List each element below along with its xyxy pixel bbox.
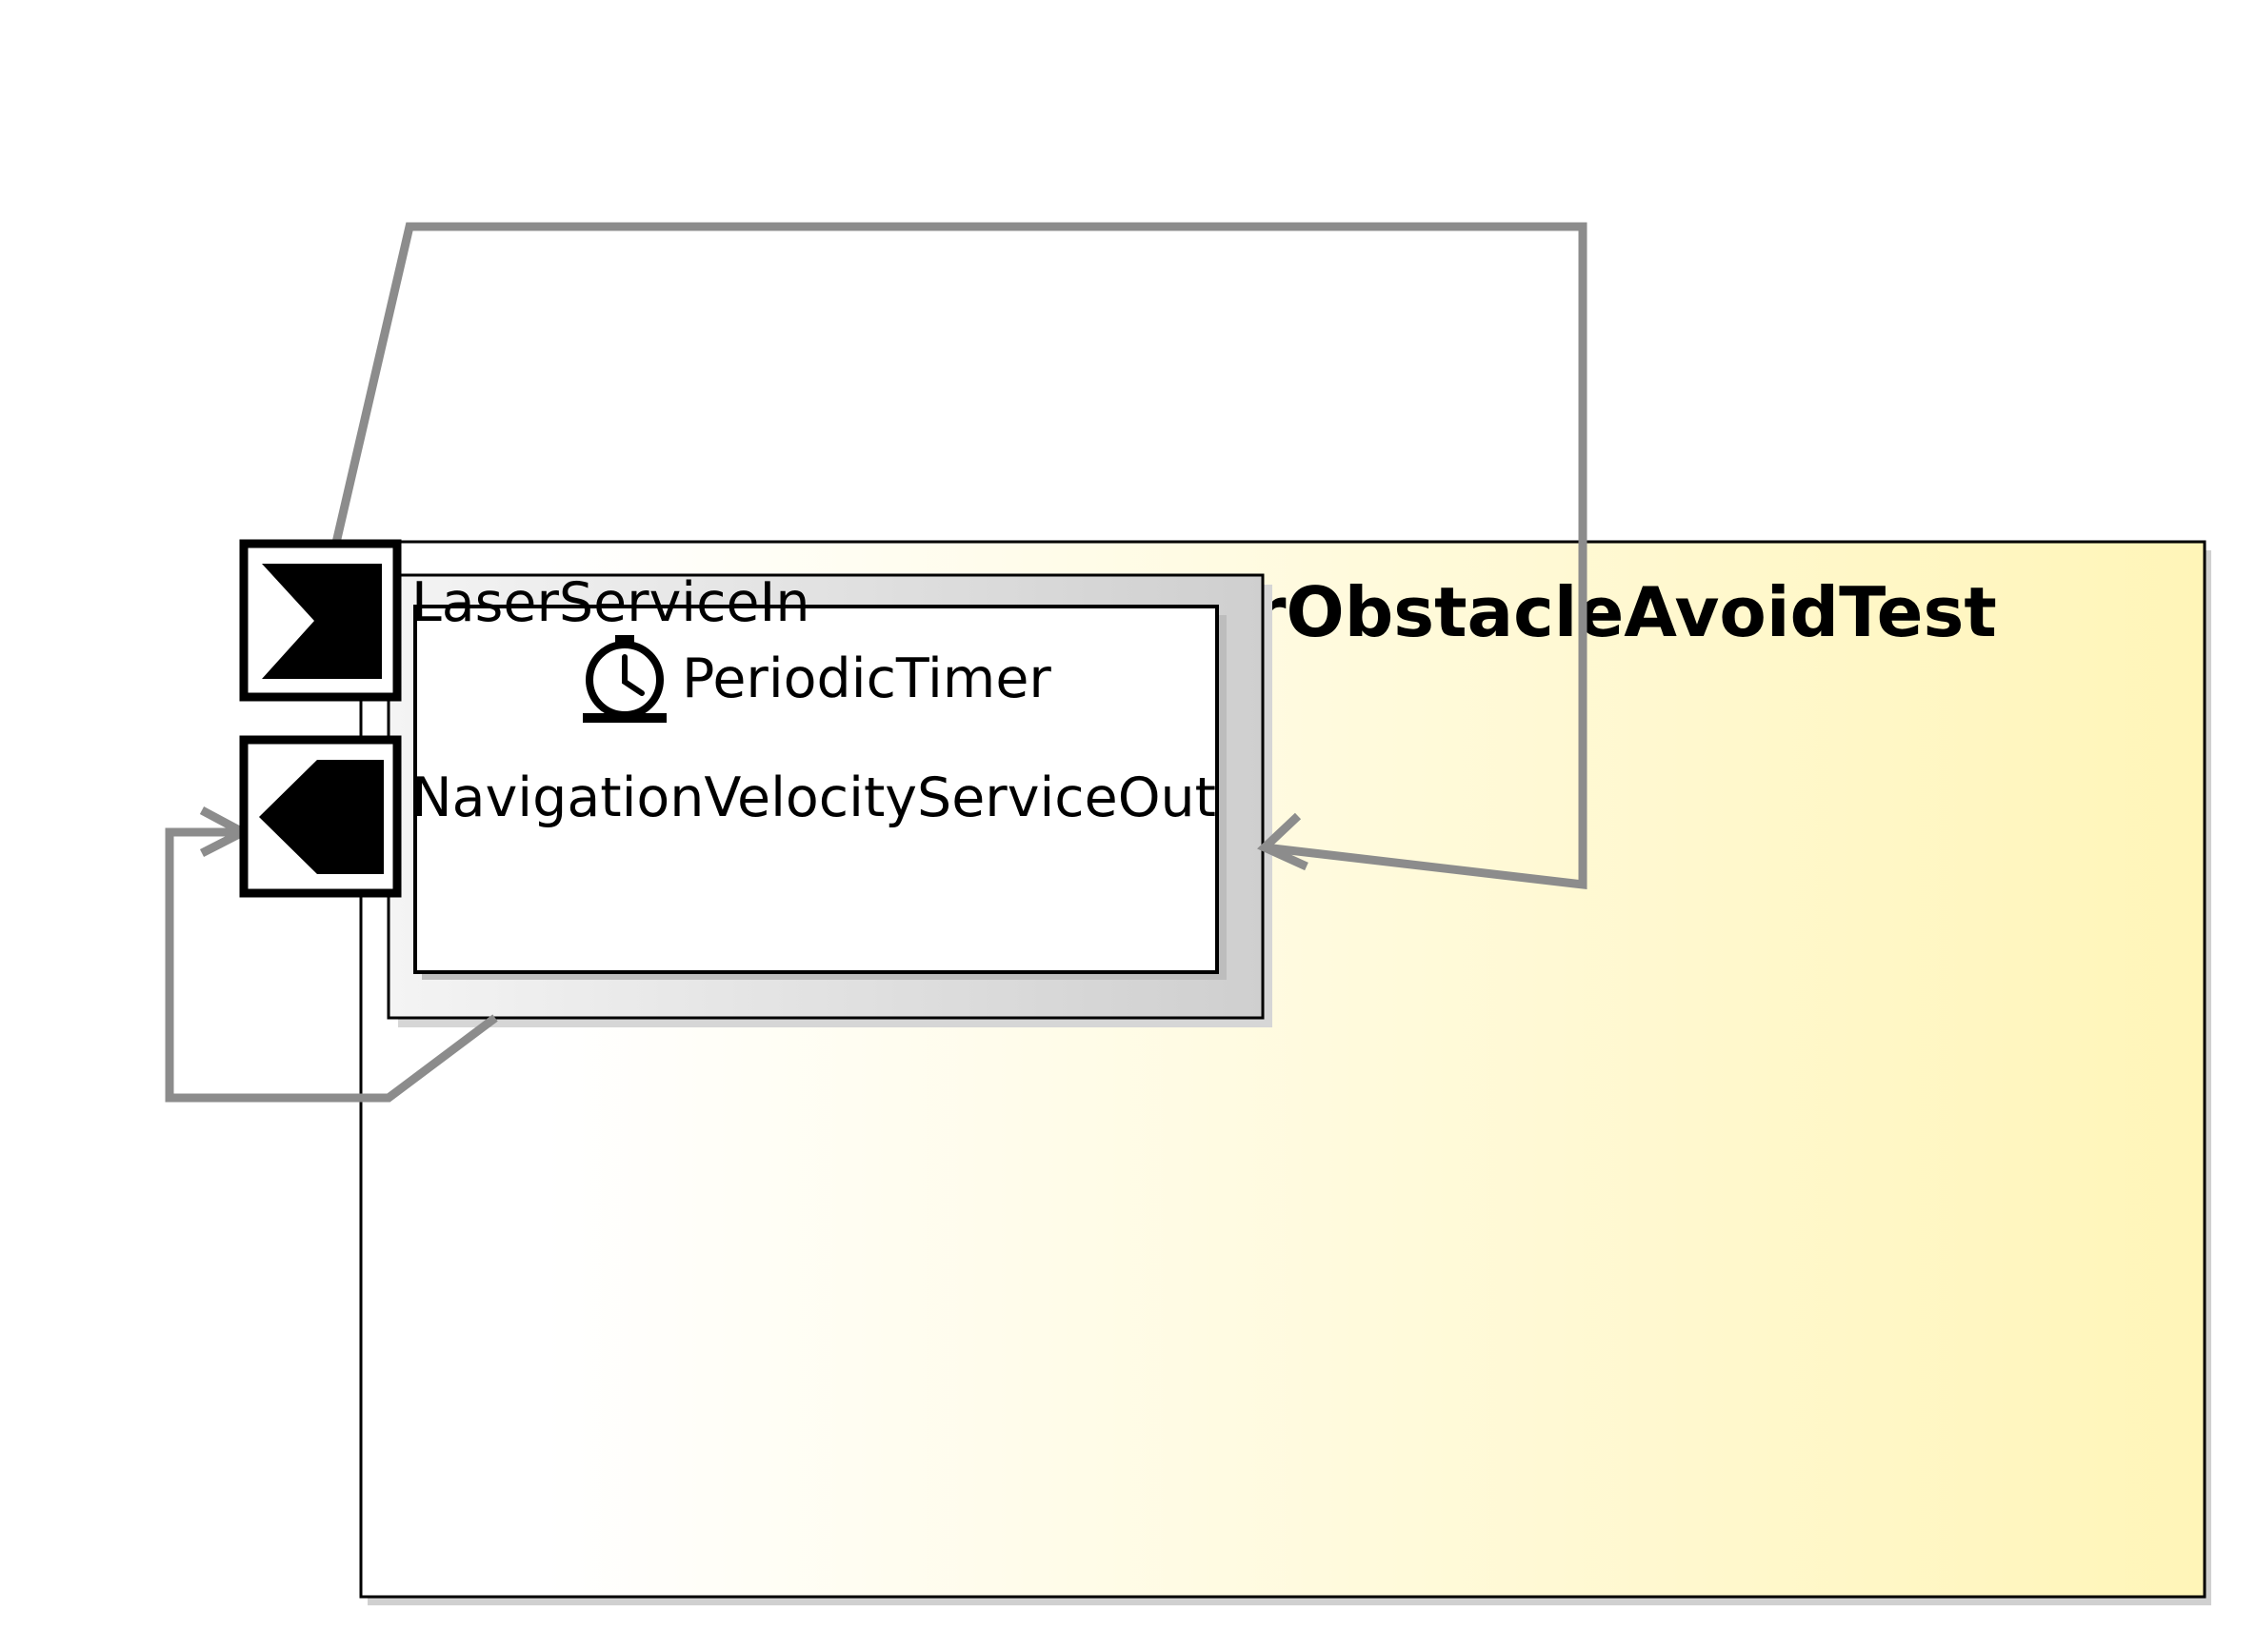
component-title: rObstacleAvoidTest xyxy=(1252,572,1997,652)
port-nav-label: NavigationVelocityServiceOut xyxy=(411,766,1216,829)
port-laser-service-in[interactable]: LaserServiceIn xyxy=(239,539,809,702)
arrowhead-task xyxy=(1257,812,1308,871)
arrow-in-icon xyxy=(262,564,382,679)
task-box xyxy=(413,605,1219,974)
port-navigation-velocity-out[interactable]: NavigationVelocityServiceOut xyxy=(239,735,1216,898)
connector-nav-loop xyxy=(165,827,498,1103)
port-laser-label: LaserServiceIn xyxy=(411,571,809,634)
task-container[interactable] xyxy=(387,573,1272,1027)
stopwatch-icon xyxy=(583,635,667,723)
connectors xyxy=(165,222,1587,1103)
task-label: PeriodicTimer xyxy=(682,647,1051,710)
connector-laser-loop xyxy=(331,222,1587,890)
arrow-out-icon xyxy=(259,760,384,874)
